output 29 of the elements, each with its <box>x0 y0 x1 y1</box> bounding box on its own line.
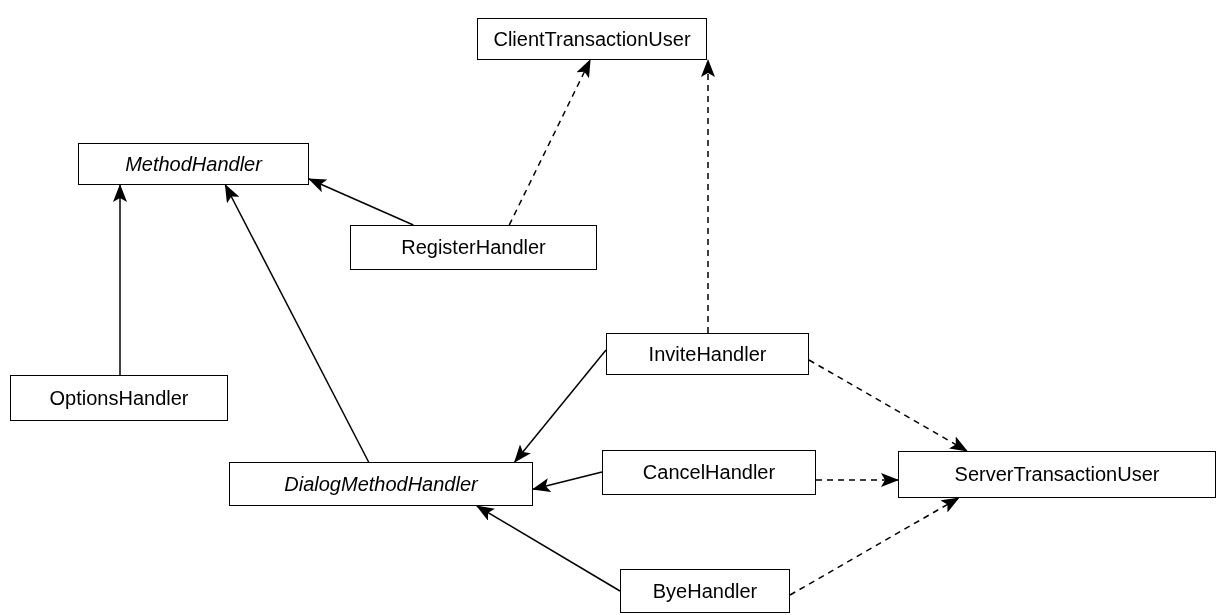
class-box <box>620 569 790 613</box>
class-name: DialogMethodHandler <box>284 472 478 496</box>
class-box <box>606 333 809 375</box>
arrow <box>224 184 370 463</box>
class-box <box>350 225 597 270</box>
arrow <box>508 59 591 226</box>
arrow <box>701 59 715 334</box>
class-name: CancelHandler <box>642 461 776 484</box>
arrow <box>513 349 607 463</box>
class-name: ByeHandler <box>652 579 758 603</box>
abstract-class-box <box>78 143 309 185</box>
arrow <box>113 184 127 376</box>
arrow <box>815 473 899 487</box>
arrow <box>476 505 621 592</box>
arrow <box>308 178 415 226</box>
class-name: MethodHandler <box>125 152 262 176</box>
class-name: ServerTransactionUser <box>954 463 1160 486</box>
class-name: RegisterHandler <box>401 236 546 259</box>
abstract-class-box <box>229 462 533 506</box>
class-box <box>10 375 228 421</box>
class-box <box>898 451 1216 498</box>
arrow <box>532 471 603 492</box>
class-box <box>602 450 816 495</box>
class-name: InviteHandler <box>648 342 767 366</box>
class-name: OptionsHandler <box>49 386 189 410</box>
class-name: ClientTransactionUser <box>493 27 691 51</box>
arrow <box>808 359 968 452</box>
class-box <box>477 18 707 60</box>
arrow <box>789 497 960 596</box>
